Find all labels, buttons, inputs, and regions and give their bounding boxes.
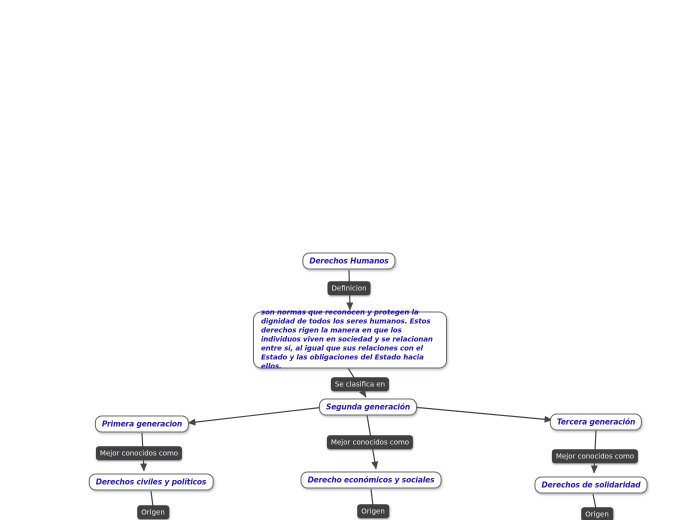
node-definicion-texto[interactable]: son normas que reconocen y protegen la d… [253,309,447,371]
node-derecho-economicos-y-sociales[interactable]: Derecho económicos y sociales [300,471,442,489]
edge-label-definicion[interactable]: Definicion [327,281,371,295]
node-derechos-civiles-y-politicos[interactable]: Derechos civiles y políticos [88,473,214,491]
edge-line-derecho-economicos-y-sociales-to-origen-middle [370,488,374,507]
node-primera-generacion[interactable]: Primera generacion [94,415,190,433]
edge-label-origen-left[interactable]: Origen [137,505,169,519]
edge-label-mejor-conocidos-middle[interactable]: Mejor conocidos como [326,435,414,449]
edge-line-segunda-generacion-to-tercera-generacion [411,406,553,423]
edge-label-mejor-conocidos-left[interactable]: Mejor conocidos como [95,446,183,460]
edge-label-origen-right[interactable]: Origen [581,507,613,520]
node-derechos-de-solidaridad[interactable]: Derechos de solidaridad [534,476,648,494]
node-tercera-generacion[interactable]: Tercera generación [549,413,643,431]
edge-line-derechos-de-solidaridad-to-origen-right [592,493,597,510]
edge-line-segunda-generacion-to-primera-generacion [187,406,326,426]
edge-label-mejor-conocidos-right[interactable]: Mejor conocidos como [551,449,639,463]
node-segunda-generacion[interactable]: Segunda generación [318,398,418,416]
edge-line-derechos-civiles-y-politicos-to-origen-left [150,490,154,508]
node-derechos-humanos[interactable]: Derechos Humanos [302,252,396,270]
edge-label-se-clasifica-en[interactable]: Se clasifica en [330,377,390,391]
edge-label-origen-middle[interactable]: Origen [357,504,389,518]
